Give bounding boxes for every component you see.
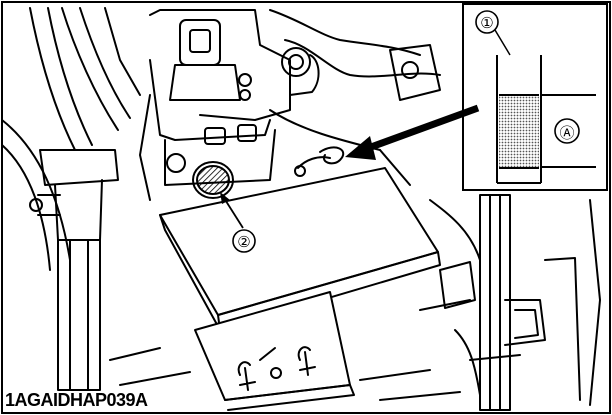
right-lever: [419, 194, 601, 411]
left-strut: [29, 149, 119, 391]
reservoir-callout-circle: [475, 10, 499, 34]
cap-callout: ②: [220, 192, 256, 253]
level-range-callout-circle: [554, 118, 580, 144]
level-range-callout-text: Ⓐ: [559, 124, 574, 142]
reservoir-cap: [192, 161, 234, 199]
hose-fitting: [294, 146, 345, 177]
fluid-level-fill: [499, 95, 539, 168]
figure-id-label: 1AGAIDHAP039A: [5, 390, 148, 410]
level-detail-inset: ① Ⓐ: [462, 3, 608, 191]
cap-callout-text: ②: [237, 233, 250, 251]
floor-lines: [109, 347, 461, 401]
inset-pointer-arrow: [345, 104, 480, 160]
reservoir-tray: [159, 167, 441, 411]
reservoir-callout-text: ①: [480, 14, 493, 32]
